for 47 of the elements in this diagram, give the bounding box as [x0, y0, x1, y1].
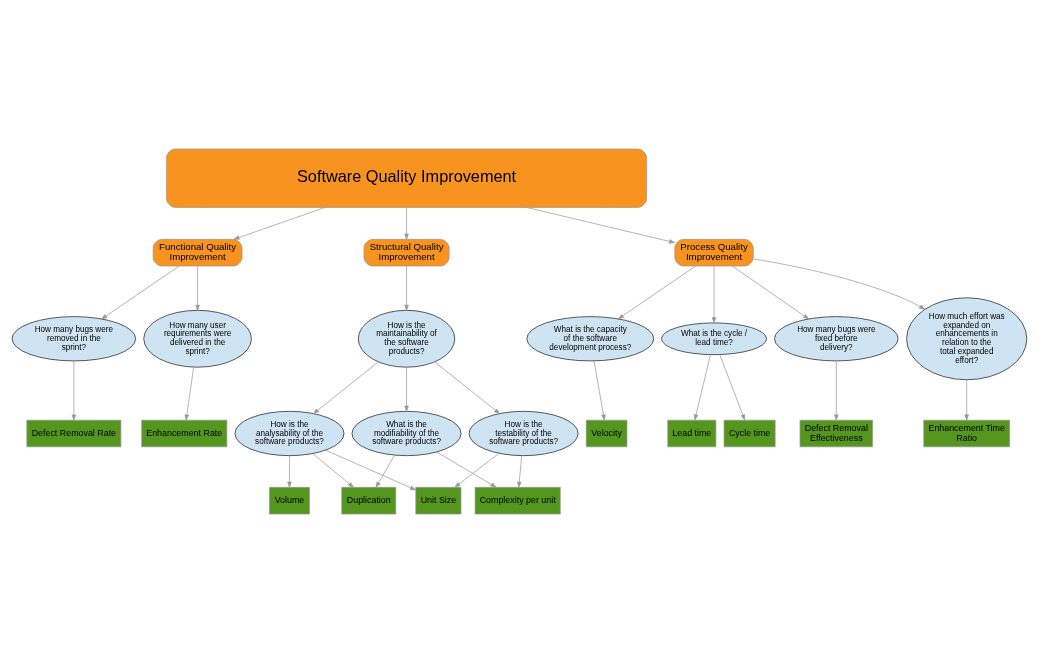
arrow [834, 360, 839, 421]
arrow [312, 453, 354, 488]
node-box: Functional Quality Improvement [152, 239, 243, 267]
node-box: Complexity per unit [474, 487, 561, 515]
arrow [404, 265, 409, 311]
node-box: Unit Size [415, 487, 462, 515]
node-box: Structural Quality Improvement [363, 239, 450, 267]
arrow [618, 265, 696, 320]
arrow [195, 265, 200, 311]
node-box: Cycle time [723, 419, 776, 448]
node-ellipse: How much effort was expanded on enhancements in relation to the total expanded effort? [906, 297, 1028, 381]
arrow [375, 454, 395, 488]
node-ellipse: What is the cycle / lead time? [661, 322, 767, 355]
arrow [711, 265, 717, 324]
arrow [101, 265, 180, 320]
arrow [964, 379, 969, 421]
node-box: Velocity [585, 419, 628, 448]
arrow [184, 366, 194, 421]
arrow [436, 451, 497, 488]
arrow [287, 455, 292, 488]
arrow [404, 366, 409, 412]
node-box: Duplication [341, 487, 397, 515]
arrow [454, 452, 500, 488]
arrow [693, 354, 711, 421]
node-ellipse: How many user requirements were delivered in the sprint? [143, 309, 252, 368]
node-box: Defect Removal Rate [26, 419, 122, 448]
arrow [71, 360, 77, 421]
arrow [233, 207, 326, 240]
arrow [753, 258, 926, 310]
arrow [593, 360, 606, 421]
arrow [517, 455, 523, 488]
arrow [404, 207, 409, 240]
arrow [325, 449, 417, 491]
arrow [731, 265, 810, 320]
node-ellipse: How is the maintainability of the software products? [357, 309, 456, 368]
node-box: Lead time [667, 419, 717, 448]
arrow [434, 361, 500, 414]
node-box: Process Quality Improvement [674, 239, 754, 267]
node-box: Enhancement Time Ratio [923, 419, 1011, 448]
node-box: Defect Removal Effectiveness [799, 419, 873, 448]
node-box: Enhancement Rate [141, 419, 228, 448]
arrow [313, 361, 379, 414]
node-box: Software Quality Improvement [166, 148, 647, 208]
arrow [719, 354, 746, 421]
arrow [526, 207, 676, 244]
node-ellipse: What is the modifiability of the software products? [351, 410, 462, 456]
node-box: Volume [269, 487, 310, 515]
